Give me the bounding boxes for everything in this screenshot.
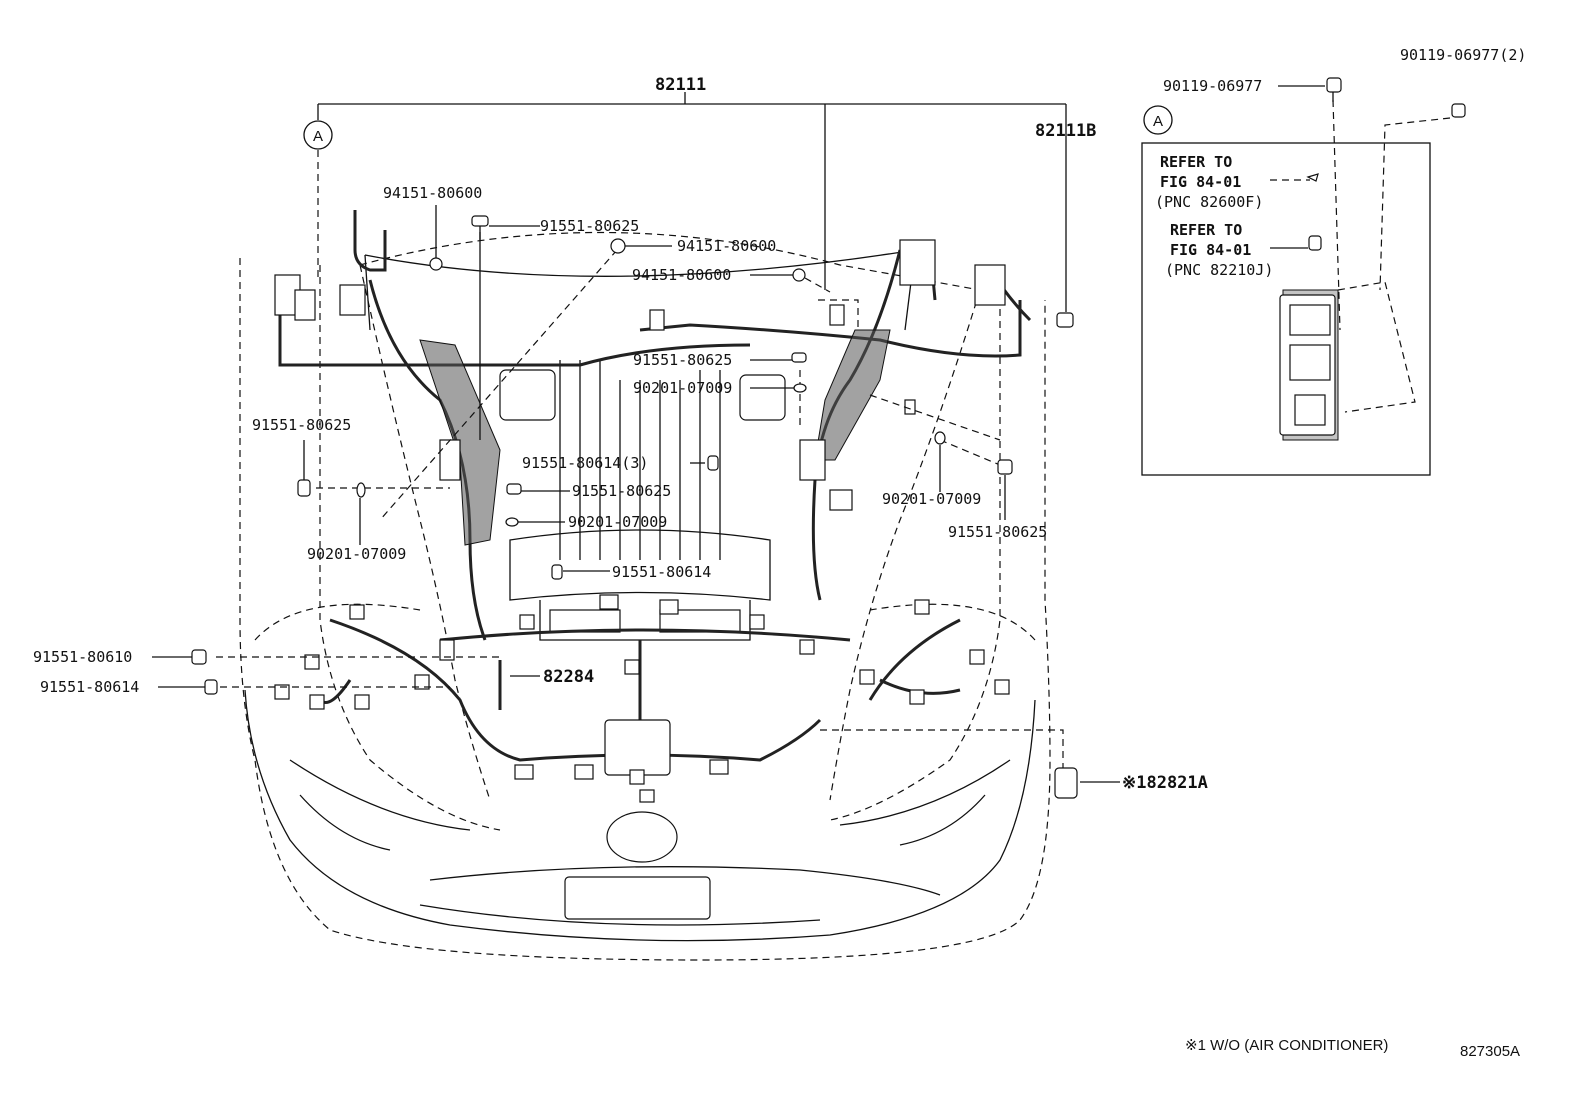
label-91551-80614-left: 91551-80614 xyxy=(40,678,139,696)
label-90201-right: 90201-07009 xyxy=(882,490,981,508)
label-91551-80610: 91551-80610 xyxy=(33,648,132,666)
ref-circle-a-main: A xyxy=(303,120,333,150)
label-91551-80614-mid: 91551-80614 xyxy=(612,563,711,581)
label-94151-c: 94151-80600 xyxy=(632,266,731,284)
label-91551-right: 91551-80625 xyxy=(948,523,1047,541)
ref-a-inset-label: A xyxy=(1153,113,1163,130)
label-82284: 82284 xyxy=(543,667,594,687)
part-labels: 82111 82111B 90119-06977 90119-06977(2) … xyxy=(33,46,1526,1060)
label-94151-a: 94151-80600 xyxy=(383,184,482,202)
inset-refer2-line3: (PNC 82210J) xyxy=(1165,261,1273,279)
label-90119-b: 90119-06977(2) xyxy=(1400,46,1526,64)
inset-refer1-line3: (PNC 82600F) xyxy=(1155,193,1263,211)
label-90201-b: 90201-07009 xyxy=(568,513,667,531)
connector-blocks xyxy=(274,239,1010,803)
inset-refer2-line1: REFER TO xyxy=(1170,221,1242,239)
label-94151-b: 94151-80600 xyxy=(677,237,776,255)
figure-code: 827305A xyxy=(1460,1043,1520,1060)
label-91551-80614-3: 91551-80614(3) xyxy=(522,454,648,472)
label-82111: 82111 xyxy=(655,75,706,95)
label-90119-a: 90119-06977 xyxy=(1163,77,1262,95)
label-90201-a: 90201-07009 xyxy=(633,379,732,397)
label-90201-left: 90201-07009 xyxy=(307,545,406,563)
car-body-outline xyxy=(239,231,1051,961)
inset-refer1-line2: FIG 84-01 xyxy=(1160,173,1241,191)
hardware xyxy=(191,77,1466,799)
label-91551-a: 91551-80625 xyxy=(540,217,639,235)
ref-a-label: A xyxy=(313,128,323,145)
inset-refer2-line2: FIG 84-01 xyxy=(1170,241,1251,259)
label-91551-c: 91551-80625 xyxy=(572,482,671,500)
engine-bay xyxy=(499,360,786,641)
label-91551-b: 91551-80625 xyxy=(633,351,732,369)
inset-box xyxy=(1141,142,1431,476)
front-bumper xyxy=(244,689,1036,942)
inset-refer1-line1: REFER TO xyxy=(1160,153,1232,171)
footnote: ※1 W/O (AIR CONDITIONER) xyxy=(1185,1037,1388,1054)
leader-lines xyxy=(152,85,1451,783)
ref-circle-a-inset: A xyxy=(1143,105,1173,135)
label-82111b: 82111B xyxy=(1035,121,1096,141)
label-82821a: ※182821A xyxy=(1122,773,1208,793)
harness-covers xyxy=(419,289,1339,776)
label-91551-left: 91551-80625 xyxy=(252,416,351,434)
